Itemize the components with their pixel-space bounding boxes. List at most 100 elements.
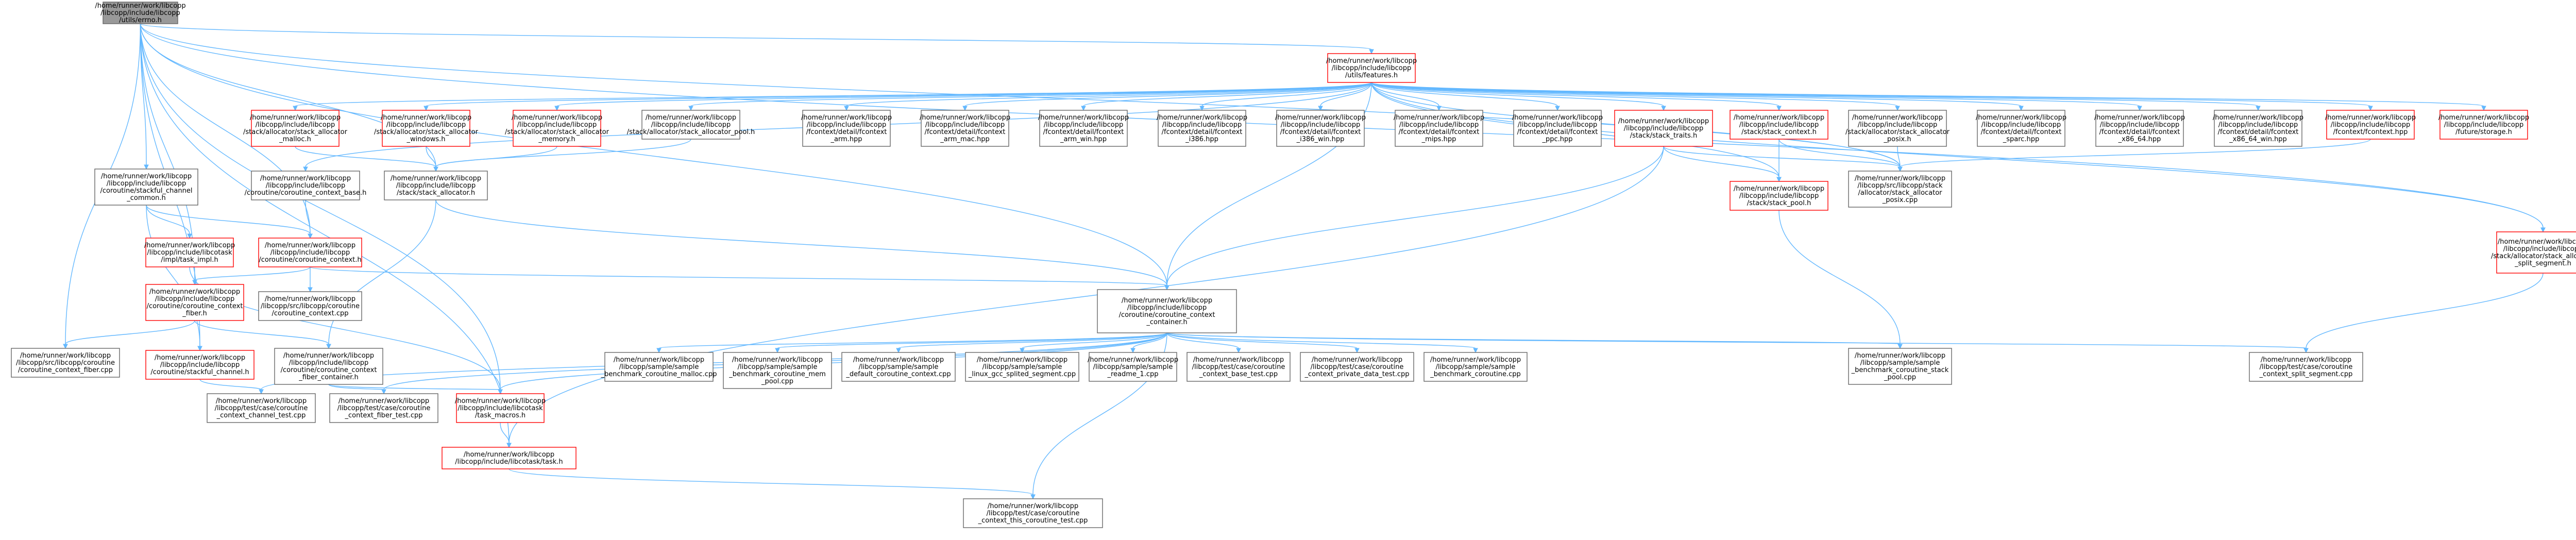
graph-node-n38[interactable]: /home/runner/work/libcopp/libcopp/sample…: [965, 352, 1079, 382]
node-label-line: /libcopp/include/libcopp: [160, 361, 240, 369]
graph-node-n7[interactable]: /home/runner/work/libcopp/libcopp/includ…: [920, 110, 1010, 147]
graph-node-n45[interactable]: /home/runner/work/libcopp/libcopp/test/c…: [207, 393, 316, 423]
edge-arrowhead: [1318, 106, 1323, 111]
graph-node-n30[interactable]: /home/runner/work/libcopp/libcopp/src/li…: [258, 291, 362, 321]
node-box: [145, 238, 234, 267]
graph-node-n27[interactable]: /home/runner/work/libcopp/libcopp/includ…: [144, 238, 235, 267]
edge-n28-n31: [310, 266, 1167, 286]
node-box: [1187, 352, 1291, 382]
edge-n0-n48: [140, 23, 510, 444]
graph-node-n4[interactable]: /home/runner/work/libcopp/libcopp/includ…: [505, 110, 609, 147]
node-label-line: /home/runner/work/libcopp: [144, 242, 235, 249]
node-label-line: /home/runner/work/libcopp: [512, 114, 602, 122]
graph-node-n22[interactable]: /home/runner/work/libcopp/libcopp/includ…: [245, 171, 367, 200]
graph-node-n20[interactable]: /home/runner/work/libcopp/libcopp/includ…: [2438, 110, 2529, 140]
node-layer: /home/runner/work/libcopp/libcopp/includ…: [11, 2, 2576, 528]
node-box: [207, 393, 316, 423]
edge-n2-n23: [295, 146, 436, 167]
edge-n13-n48: [509, 146, 1664, 444]
node-label-line: /fcontext/detail/fcontext: [1517, 128, 1598, 136]
graph-node-n23[interactable]: /home/runner/work/libcopp/libcopp/includ…: [384, 171, 488, 200]
graph-node-n14[interactable]: /home/runner/work/libcopp/libcopp/includ…: [1730, 110, 1828, 140]
graph-node-n24[interactable]: /home/runner/work/libcopp/libcopp/src/li…: [1848, 171, 1952, 208]
node-box: [384, 171, 488, 200]
graph-node-n10[interactable]: /home/runner/work/libcopp/libcopp/includ…: [1275, 110, 1366, 147]
graph-node-n13[interactable]: /home/runner/work/libcopp/libcopp/includ…: [1614, 110, 1713, 147]
graph-node-n11[interactable]: /home/runner/work/libcopp/libcopp/includ…: [1394, 110, 1484, 147]
node-label-line: /home/runner/work/libcopp: [464, 451, 554, 459]
edge-arrowhead: [1081, 106, 1086, 111]
graph-node-n5[interactable]: /home/runner/work/libcopp/libcopp/includ…: [627, 110, 755, 140]
edge-arrowhead: [2481, 106, 2486, 111]
graph-node-n35[interactable]: /home/runner/work/libcopp/libcopp/sample…: [601, 352, 717, 382]
node-box: [274, 348, 383, 385]
graph-node-n2[interactable]: /home/runner/work/libcopp/libcopp/includ…: [243, 110, 348, 147]
node-label-line: /stack/stack_pool.h: [1747, 199, 1811, 207]
graph-node-n6[interactable]: /home/runner/work/libcopp/libcopp/includ…: [801, 110, 892, 147]
node-label-line: /home/runner/work/libcopp: [977, 356, 1067, 364]
node-label-line: /libcopp/include/libcopp: [289, 359, 368, 367]
graph-node-n3[interactable]: /home/runner/work/libcopp/libcopp/includ…: [374, 110, 479, 147]
graph-node-n46[interactable]: /home/runner/work/libcopp/libcopp/test/c…: [329, 393, 438, 423]
node-label-line: /libcopp/sample/sample: [619, 363, 699, 371]
graph-node-n15[interactable]: /home/runner/work/libcopp/libcopp/includ…: [1845, 110, 1950, 147]
node-label-line: _benchmark_coroutine_stack: [1851, 366, 1949, 374]
edge-n19-n24: [1900, 139, 2371, 167]
node-box: [1513, 110, 1602, 147]
graph-node-n43[interactable]: /home/runner/work/libcopp/libcopp/sample…: [1848, 348, 1952, 385]
graph-node-n33[interactable]: /home/runner/work/libcopp/libcopp/includ…: [145, 350, 255, 380]
node-label-line: /coroutine/coroutine_context: [281, 366, 377, 374]
edge-n0-n31: [140, 23, 1167, 286]
node-box: [513, 110, 601, 147]
node-label-line: /home/runner/work/libcopp: [283, 352, 374, 360]
graph-node-n39[interactable]: /home/runner/work/libcopp/libcopp/sample…: [1088, 352, 1178, 382]
node-box: [2095, 110, 2184, 147]
graph-node-n40[interactable]: /home/runner/work/libcopp/libcopp/test/c…: [1187, 352, 1291, 382]
node-label-line: /home/runner/work/libcopp: [1326, 57, 1417, 65]
node-label-line: /libcopp/test/case/coroutine: [337, 404, 431, 412]
node-label-line: /libcopp/include/libcopp: [386, 121, 466, 129]
node-label-line: _default_coroutine_context.cpp: [845, 370, 951, 378]
node-label-line: _mips.hpp: [1421, 136, 1456, 143]
graph-node-n12[interactable]: /home/runner/work/libcopp/libcopp/includ…: [1512, 110, 1603, 147]
graph-node-n37[interactable]: /home/runner/work/libcopp/libcopp/sample…: [841, 352, 956, 382]
graph-node-n21[interactable]: /home/runner/work/libcopp/libcopp/includ…: [94, 168, 198, 206]
node-box: [1089, 352, 1177, 382]
graph-node-n48[interactable]: /home/runner/work/libcopp/libcopp/includ…: [442, 447, 577, 469]
node-label-line: /home/runner/work/libcopp: [1734, 185, 1824, 193]
graph-node-n44[interactable]: /home/runner/work/libcopp/libcopp/test/c…: [2249, 352, 2363, 382]
graph-node-n47[interactable]: /home/runner/work/libcopp/libcopp/includ…: [455, 393, 546, 423]
graph-node-n16[interactable]: /home/runner/work/libcopp/libcopp/includ…: [1976, 110, 2066, 147]
graph-node-n1[interactable]: /home/runner/work/libcopp/libcopp/includ…: [1326, 53, 1417, 83]
node-label-line: /libcopp/include/libcopp: [2218, 121, 2298, 129]
node-box: [456, 393, 545, 423]
graph-node-n28[interactable]: /home/runner/work/libcopp/libcopp/includ…: [258, 238, 362, 267]
node-label-line: /coroutine_context_fiber.cpp: [18, 366, 113, 374]
node-label-line: /home/runner/work/libcopp: [1193, 356, 1284, 364]
graph-node-n31[interactable]: /home/runner/work/libcopp/libcopp/includ…: [1097, 289, 1237, 333]
node-label-line: /libcopp/include/libcopp: [2100, 121, 2179, 129]
node-label-line: /home/runner/work/libcopp: [2438, 114, 2529, 122]
node-label-line: /libcopp/include/libcotask: [457, 404, 543, 412]
graph-node-n49[interactable]: /home/runner/work/libcopp/libcopp/test/c…: [963, 498, 1103, 528]
graph-node-n9[interactable]: /home/runner/work/libcopp/libcopp/includ…: [1157, 110, 1247, 147]
edge-n25-n43: [1778, 210, 1901, 345]
graph-node-n8[interactable]: /home/runner/work/libcopp/libcopp/includ…: [1038, 110, 1129, 147]
graph-node-n26[interactable]: /home/runner/work/libcopp/libcopp/includ…: [2491, 231, 2576, 274]
graph-node-n18[interactable]: /home/runner/work/libcopp/libcopp/includ…: [2213, 110, 2303, 147]
graph-node-n34[interactable]: /home/runner/work/libcopp/libcopp/includ…: [274, 348, 383, 385]
node-label-line: /home/runner/work/libcopp: [260, 175, 351, 182]
graph-node-n0[interactable]: /home/runner/work/libcopp/libcopp/includ…: [95, 2, 186, 24]
node-label-line: /home/runner/work/libcopp: [455, 397, 546, 405]
graph-node-n36[interactable]: /home/runner/work/libcopp/libcopp/sample…: [723, 352, 832, 389]
node-label-line: /libcopp/include/libcopp: [1044, 121, 1123, 129]
node-label-line: _readme_1.cpp: [1107, 370, 1159, 378]
graph-node-n32[interactable]: /home/runner/work/libcopp/libcopp/src/li…: [11, 348, 120, 378]
graph-node-n29[interactable]: /home/runner/work/libcopp/libcopp/includ…: [145, 284, 244, 321]
graph-node-n17[interactable]: /home/runner/work/libcopp/libcopp/includ…: [2094, 110, 2185, 147]
graph-node-n42[interactable]: /home/runner/work/libcopp/libcopp/sample…: [1423, 352, 1528, 382]
graph-node-n25[interactable]: /home/runner/work/libcopp/libcopp/includ…: [1730, 181, 1828, 211]
graph-node-n41[interactable]: /home/runner/work/libcopp/libcopp/test/c…: [1300, 352, 1414, 382]
graph-node-n19[interactable]: /home/runner/work/libcopp/libcopp/includ…: [2325, 110, 2416, 140]
node-label-line: /home/runner/work/libcopp: [1157, 114, 1247, 122]
